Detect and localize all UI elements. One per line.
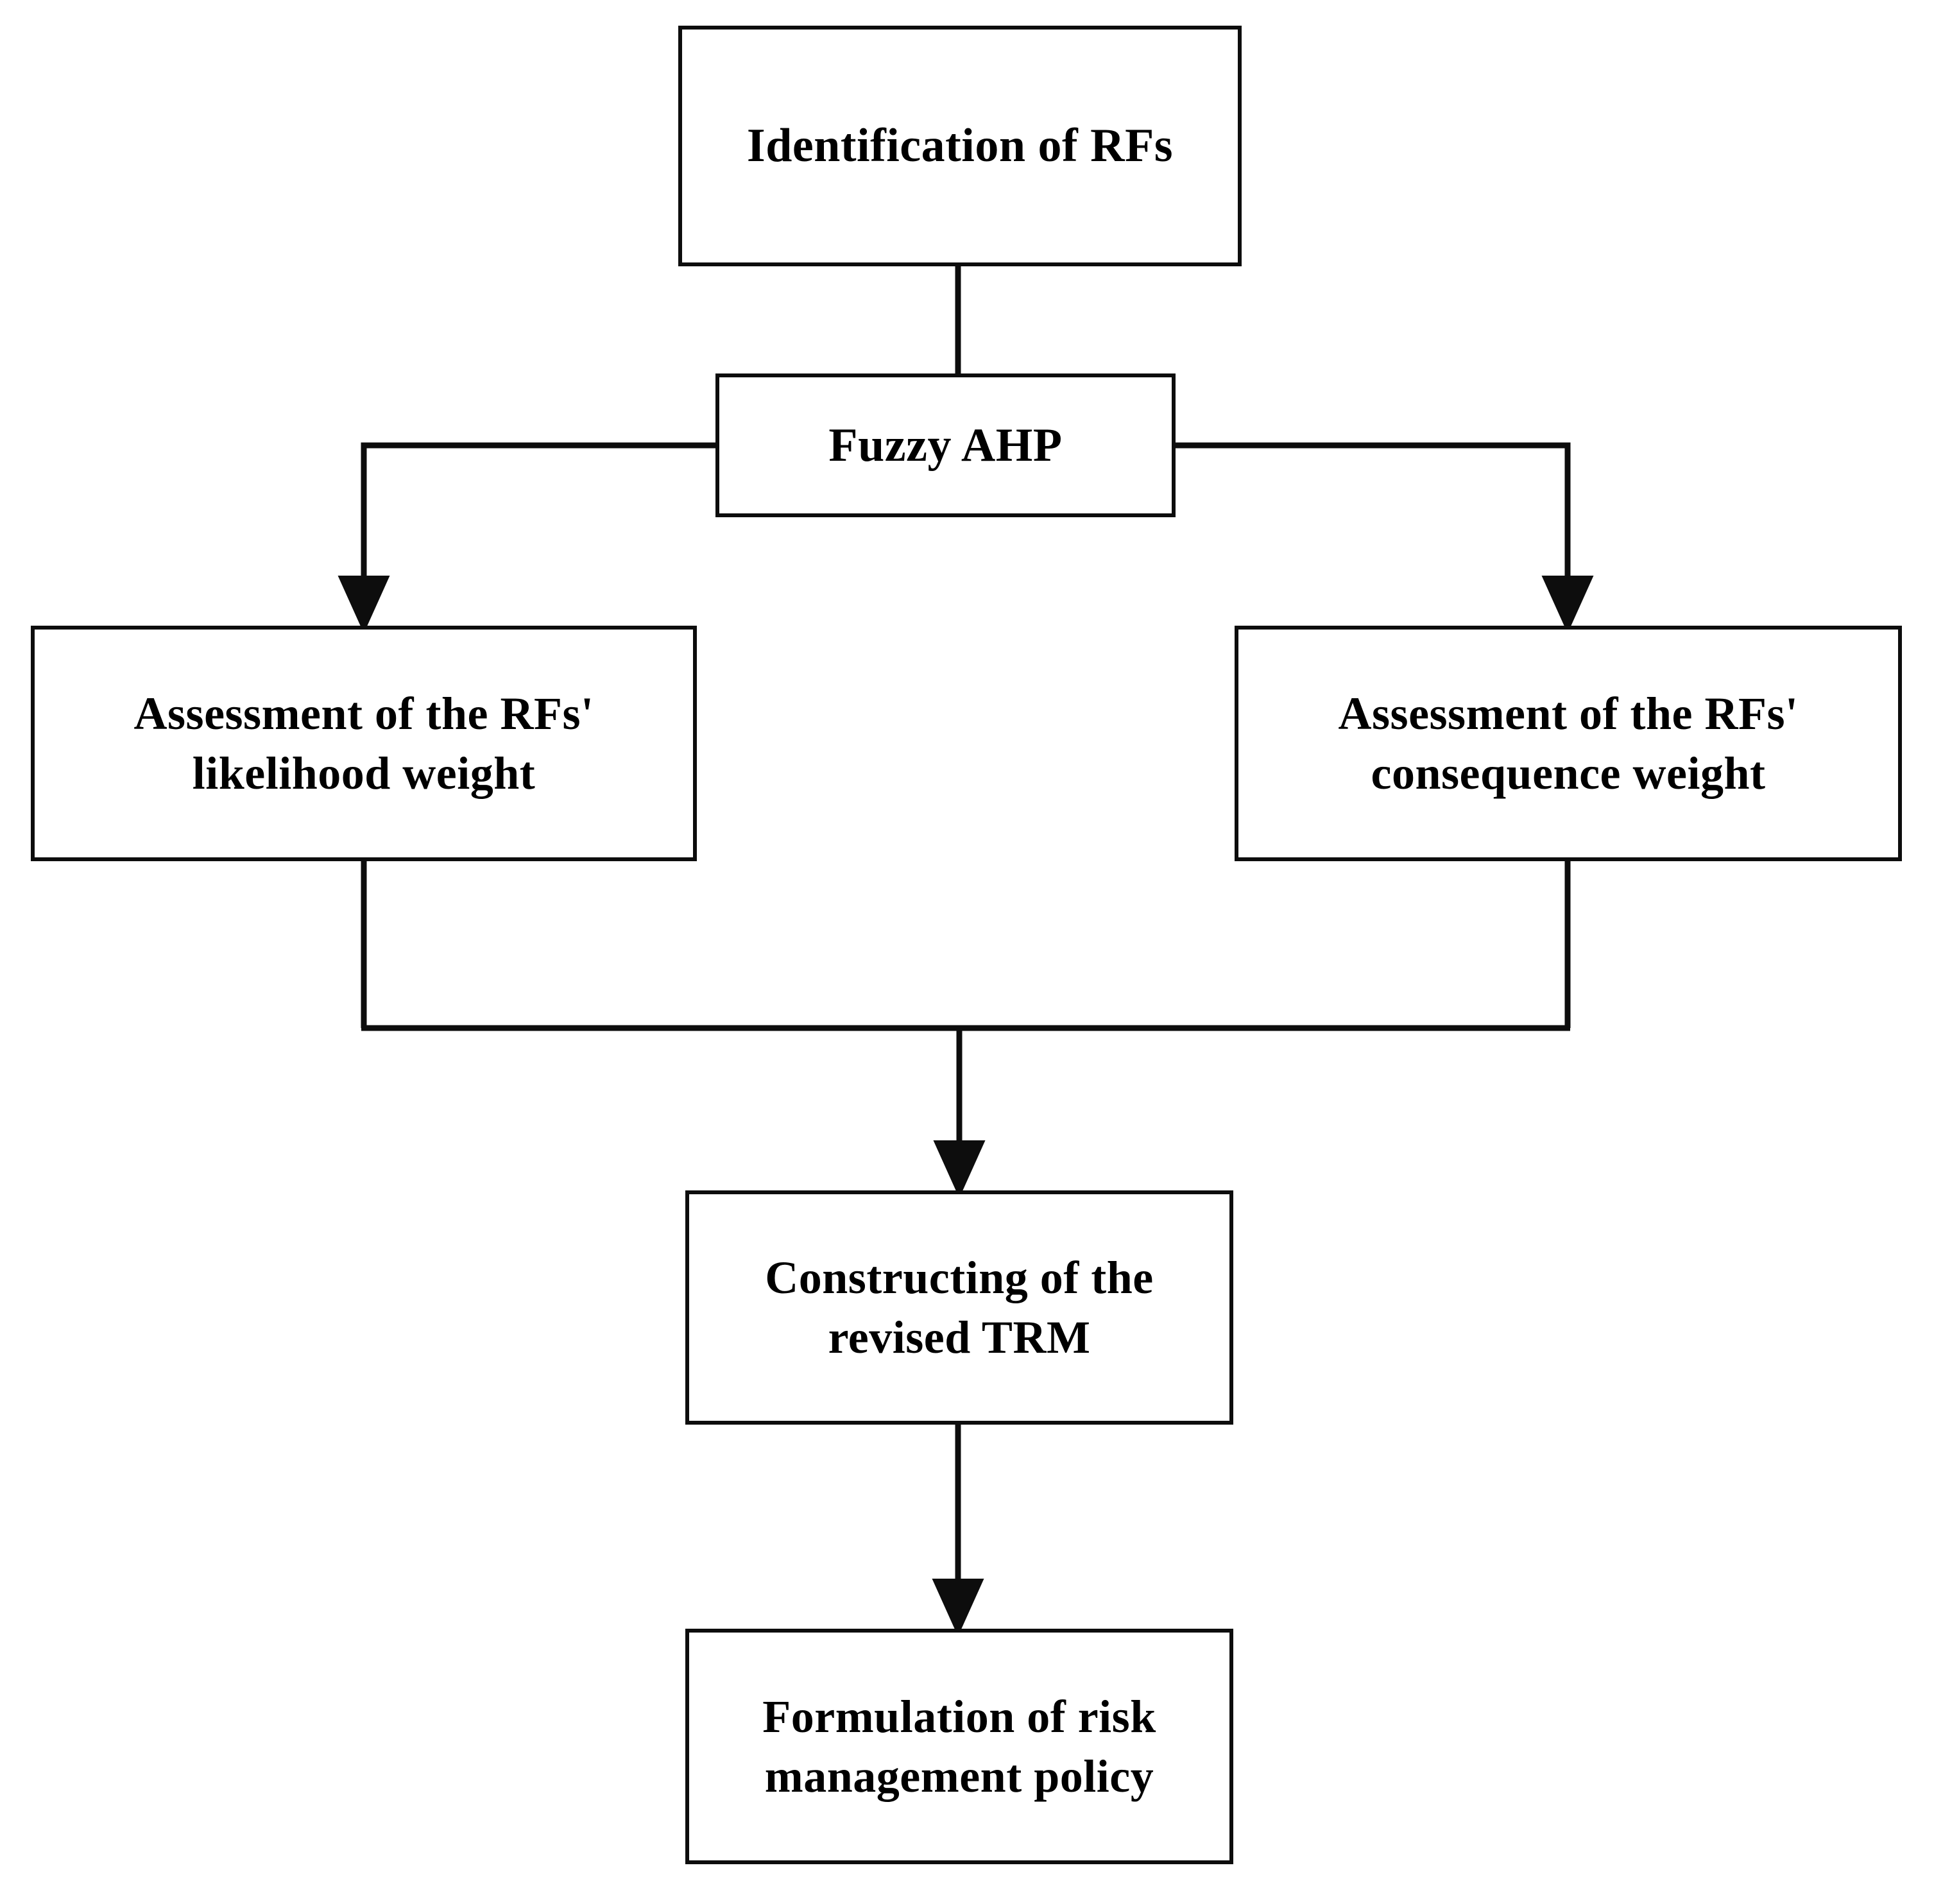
node-formulation-risk-management-policy[interactable]: Formulation of risk management policy [685, 1629, 1233, 1864]
node-label-fuzzy-ahp: Fuzzy AHP [828, 418, 1063, 472]
node-label-identification: Identification of RFs [746, 119, 1174, 173]
node-identification-of-rfs[interactable]: Identification of RFs [678, 26, 1242, 266]
node-label-policy: Formulation of risk management policy [762, 1691, 1156, 1802]
node-fuzzy-ahp[interactable]: Fuzzy AHP [715, 373, 1176, 517]
node-constructing-revised-trm[interactable]: Constructing of the revised TRM [685, 1190, 1233, 1425]
node-assessment-likelihood-weight[interactable]: Assessment of the RFs' likelihood weight [31, 626, 697, 861]
node-label-likelihood: Assessment of the RFs' likelihood weight [133, 688, 594, 799]
connector-fuzzy-to-likelihood [338, 442, 715, 633]
node-label-consequence: Assessment of the RFs' consequence weigh… [1338, 688, 1799, 799]
node-assessment-consequence-weight[interactable]: Assessment of the RFs' consequence weigh… [1235, 626, 1902, 861]
node-label-revised-trm: Constructing of the revised TRM [765, 1252, 1154, 1363]
connector-fuzzy-to-consequence [1176, 442, 1594, 633]
